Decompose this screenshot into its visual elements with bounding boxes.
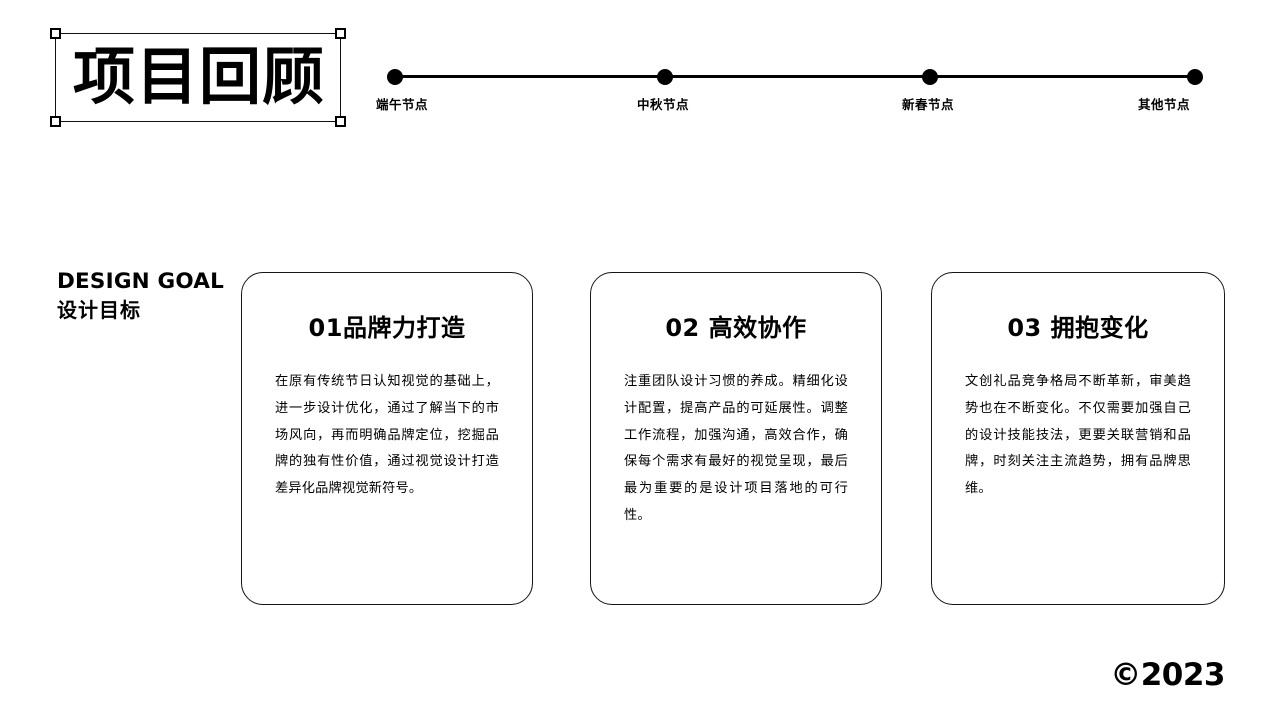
goal-card-3[interactable]: 03 拥抱变化 文创礼品竞争格局不断革新，审美趋势也在不断变化。不仅需要加强自己… xyxy=(931,272,1225,605)
copyright-label: ©2023 xyxy=(1110,657,1225,693)
goal-card-1-body: 在原有传统节日认知视觉的基础上，进一步设计优化，通过了解当下的市场风向，再而明确… xyxy=(275,374,499,497)
title-selection-frame[interactable] xyxy=(50,28,346,127)
resize-handle-top-right[interactable] xyxy=(335,28,346,39)
timeline-label-1: 端午节点 xyxy=(376,98,429,112)
goal-card-2-body: 注重团队设计习惯的养成。精细化设计配置，提高产品的可延展性。调整工作流程，加强沟… xyxy=(624,374,848,523)
resize-handle-bottom-left[interactable] xyxy=(50,116,61,127)
resize-handle-top-left[interactable] xyxy=(50,28,61,39)
timeline-label-3: 新春节点 xyxy=(902,98,955,112)
resize-handle-bottom-right[interactable] xyxy=(335,116,346,127)
timeline-node-1[interactable] xyxy=(387,69,403,85)
goal-card-3-body: 文创礼品竞争格局不断革新，审美趋势也在不断变化。不仅需要加强自己的设计技能技法，… xyxy=(965,374,1191,497)
goal-card-1-title: 01品牌力打造 xyxy=(308,314,466,342)
goal-card-1[interactable]: 01品牌力打造 在原有传统节日认知视觉的基础上，进一步设计优化，通过了解当下的市… xyxy=(241,272,533,605)
goal-card-2-title: 02 高效协作 xyxy=(665,314,807,342)
timeline-node-2[interactable] xyxy=(657,69,673,85)
design-goal-heading: DESIGN GOAL 设计目标 xyxy=(57,269,224,323)
timeline: 端午节点 中秋节点 新春节点 其他节点 xyxy=(376,69,1203,112)
timeline-node-4[interactable] xyxy=(1187,69,1203,85)
timeline-track xyxy=(395,75,1195,78)
design-goal-heading-en: DESIGN GOAL xyxy=(57,269,225,294)
timeline-label-4: 其他节点 xyxy=(1138,98,1191,112)
page-title[interactable]: 项目回顾 xyxy=(72,40,325,113)
goal-card-3-title: 03 拥抱变化 xyxy=(1007,314,1149,342)
timeline-node-3[interactable] xyxy=(922,69,938,85)
timeline-label-2: 中秋节点 xyxy=(637,98,690,112)
goal-card-2[interactable]: 02 高效协作 注重团队设计习惯的养成。精细化设计配置，提高产品的可延展性。调整… xyxy=(590,272,882,605)
design-goal-heading-cn: 设计目标 xyxy=(57,298,141,323)
